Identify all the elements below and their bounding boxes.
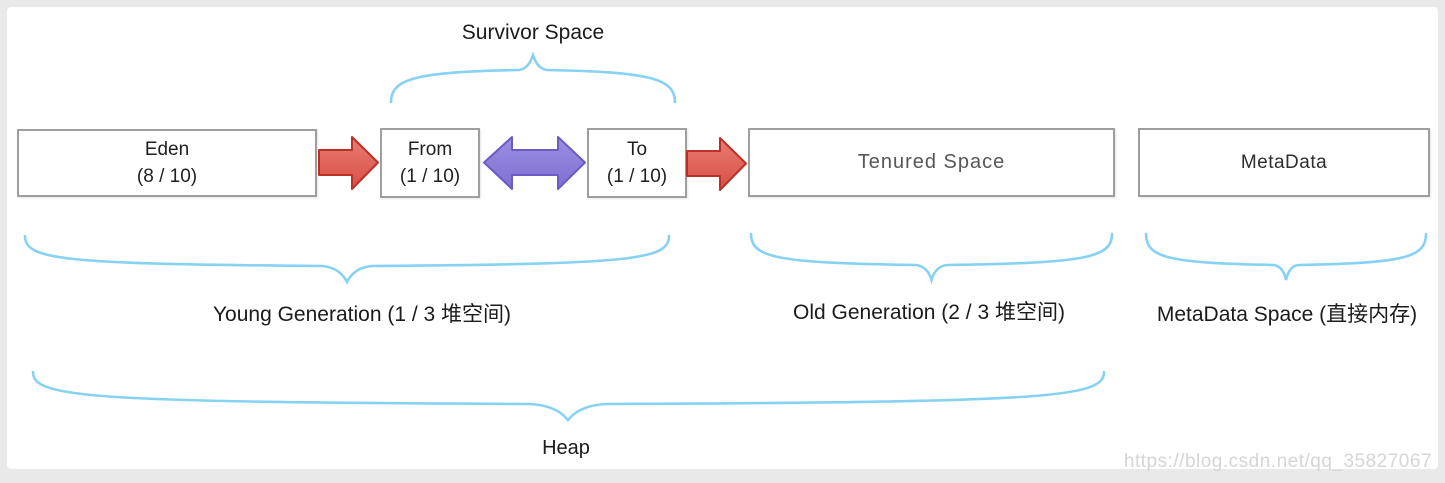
survivor-space-label: Survivor Space: [461, 21, 605, 44]
red-arrow-icon: [686, 137, 747, 191]
to-box: To (1 / 10): [587, 128, 687, 198]
from-box: From (1 / 10): [380, 128, 480, 198]
metadata-box: MetaData: [1138, 128, 1430, 197]
tenured-space-box: Tenured Space: [748, 128, 1115, 197]
to-title: To: [626, 139, 648, 160]
eden-ratio: (8 / 10): [136, 166, 198, 187]
metadata-space-label: MetaData Space (直接内存): [1156, 303, 1418, 326]
red-arrow-icon: [318, 136, 379, 190]
metadata-title: MetaData: [1240, 152, 1328, 173]
young-generation-label: Young Generation (1 / 3 堆空间): [212, 303, 512, 326]
heap-brace-icon: [31, 370, 1106, 423]
eden-box: Eden (8 / 10): [17, 129, 317, 197]
watermark-url: https://blog.csdn.net/qq_35827067: [1123, 451, 1432, 472]
from-title: From: [407, 139, 453, 160]
tenured-title: Tenured Space: [857, 151, 1006, 173]
heap-label: Heap: [542, 437, 590, 459]
metadata-space-brace-icon: [1144, 232, 1428, 281]
young-generation-brace-icon: [23, 234, 671, 285]
survivor-space-brace-icon: [389, 52, 677, 104]
from-ratio: (1 / 10): [399, 166, 461, 187]
eden-title: Eden: [144, 139, 190, 160]
purple-double-arrow-icon: [483, 136, 586, 190]
old-generation-label: Old Generation (2 / 3 堆空间): [793, 301, 1065, 324]
old-generation-brace-icon: [749, 232, 1114, 285]
diagram-background: [7, 7, 1438, 469]
to-ratio: (1 / 10): [606, 166, 668, 187]
